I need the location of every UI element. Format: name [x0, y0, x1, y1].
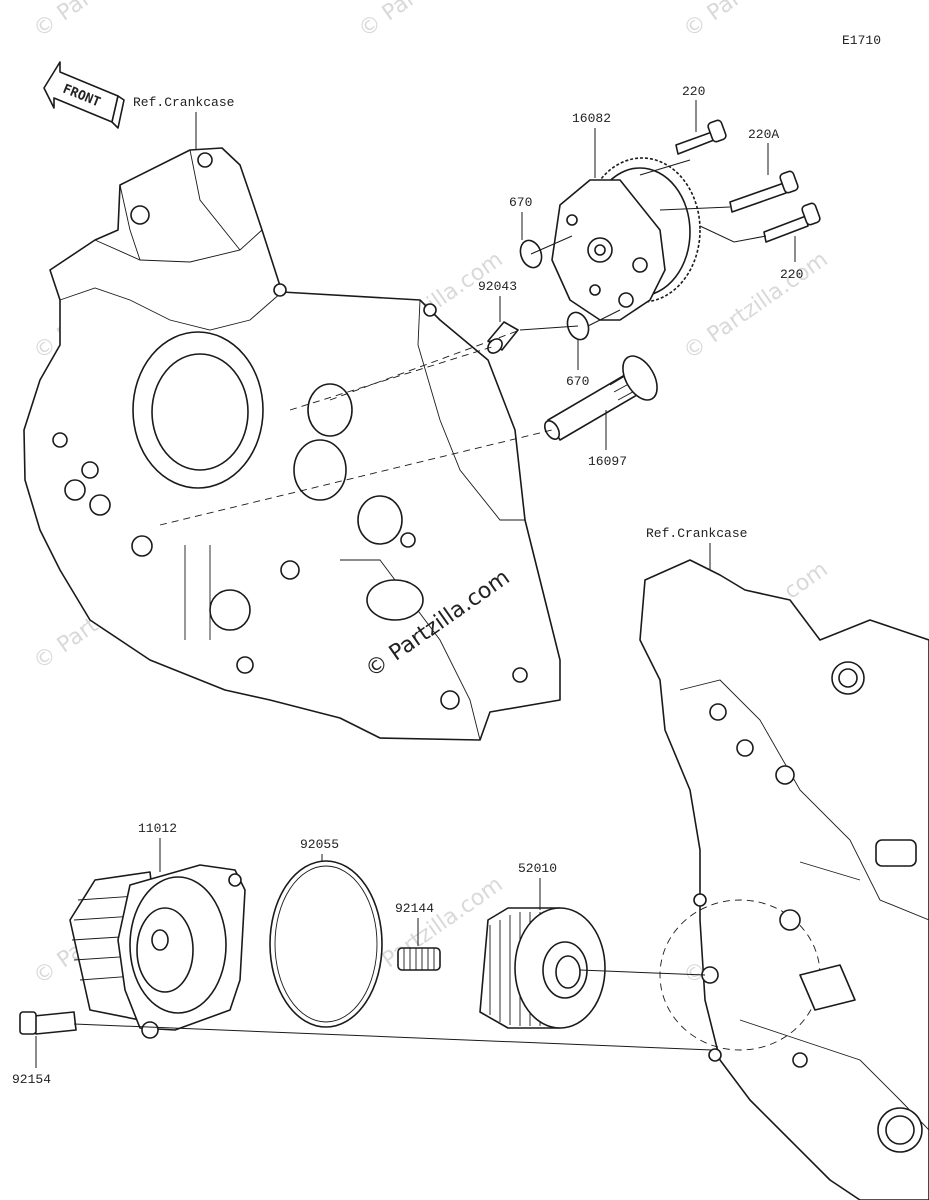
ref-crankcase-upper-label: Ref.Crankcase — [133, 95, 234, 110]
dowel-pin-92043 — [487, 321, 519, 354]
watermark: © Partzilla.com — [679, 0, 832, 43]
bolt-220a — [729, 170, 799, 213]
watermark: © Partzilla.com — [354, 0, 507, 43]
part-label-92043: 92043 — [478, 279, 517, 294]
ref-crankcase-lower-label: Ref.Crankcase — [646, 526, 747, 541]
part-label-52010: 52010 — [518, 861, 557, 876]
watermark: © Partzilla.com — [679, 247, 832, 365]
part-label-92055: 92055 — [300, 837, 339, 852]
part-label-16082: 16082 — [572, 111, 611, 126]
bolt-220-right — [763, 202, 821, 243]
part-label-220-top: 220 — [682, 84, 705, 99]
part-label-220-right: 220 — [780, 267, 803, 282]
front-arrow-icon: FRONT — [43, 61, 125, 129]
part-label-670-bottom: 670 — [566, 374, 589, 389]
o-ring-92055 — [269, 860, 383, 1028]
watermark: © Partzilla.com — [29, 0, 182, 43]
part-label-670-top: 670 — [509, 195, 532, 210]
oil-filter-element-52010 — [479, 907, 606, 1029]
lower-crankcase-drawing — [639, 559, 929, 1200]
upper-crankcase-drawing — [23, 147, 561, 741]
bolt-220-top — [675, 119, 727, 155]
part-label-92154: 92154 — [12, 1072, 51, 1087]
part-label-92144: 92144 — [395, 901, 434, 916]
part-label-11012: 11012 — [138, 821, 177, 836]
oil-pump-gear-16082 — [551, 157, 701, 321]
bolt-92154 — [19, 1011, 77, 1035]
diagram-code: E1710 — [842, 33, 881, 48]
part-label-220a: 220A — [748, 127, 779, 142]
oil-strainer-16097 — [543, 355, 658, 441]
oil-filter-cover-11012 — [69, 864, 246, 1039]
part-label-16097: 16097 — [588, 454, 627, 469]
spring-92144 — [397, 947, 441, 971]
